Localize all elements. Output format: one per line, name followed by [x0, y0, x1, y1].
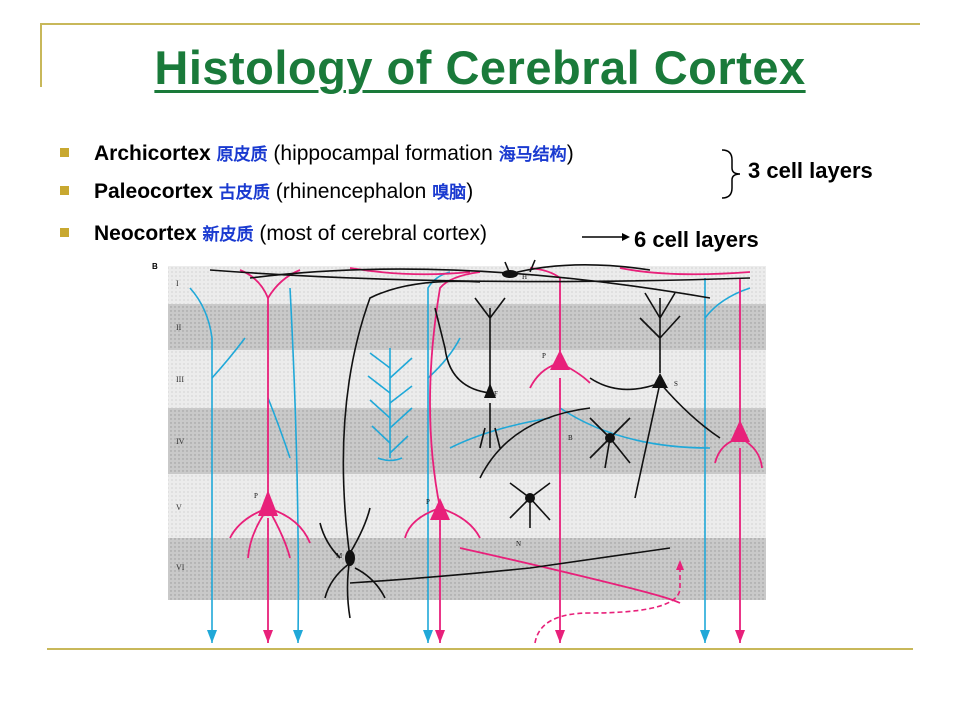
bullet-paren-close: )	[566, 142, 574, 165]
bullet-paren: (hippocampal formation	[267, 142, 499, 165]
cell-labels: H P S F B P P M N	[254, 273, 678, 560]
bullet-term: Neocortex	[94, 222, 197, 245]
cortex-diagram: B I II III IV V VI	[152, 259, 766, 644]
cell-label: M	[336, 552, 343, 560]
pink-dashed-arrowhead	[676, 560, 684, 570]
bullet-term: Paleocortex	[94, 180, 214, 203]
label-3-cell-layers: 3 cell layers	[748, 158, 873, 183]
pink-dashed-fiber	[534, 568, 681, 644]
cell-label: H	[522, 273, 527, 281]
cell-label: P	[254, 492, 258, 500]
frame-top-line	[40, 23, 920, 25]
cell-label: S	[674, 380, 678, 388]
blue-arrowheads	[207, 630, 710, 643]
bullet-paren: (most of cerebral cortex)	[253, 222, 487, 245]
layer-label: I	[176, 279, 179, 288]
layer-label: II	[176, 323, 182, 332]
layer-label: III	[176, 375, 184, 384]
cell-label: F	[494, 390, 498, 398]
layer-label: V	[176, 503, 182, 512]
label-6-cell-layers: 6 cell layers	[634, 227, 759, 252]
cell-label: B	[568, 434, 573, 442]
frame-bottom-line	[47, 648, 913, 650]
bullet-square-icon	[60, 228, 69, 237]
cell-label: P	[426, 498, 430, 506]
bullet-paren: (rhinencephalon	[269, 180, 433, 203]
pink-arrowheads	[263, 630, 745, 643]
panel-letter: B	[152, 262, 158, 271]
brace-icon	[721, 149, 741, 199]
cell-label: N	[516, 540, 521, 548]
pink-somata	[258, 350, 750, 520]
slide-title: Histology of Cerebral Cortex	[154, 41, 806, 94]
layer-label: VI	[176, 563, 185, 572]
bullet-zh: 古皮质	[218, 183, 270, 202]
bullet-square-icon	[60, 186, 69, 195]
bullet-zh2: 海马结构	[498, 145, 567, 164]
layer-labels: I II III IV V VI	[176, 279, 185, 572]
bullet-zh: 新皮质	[202, 225, 254, 244]
bullet-term: Archicortex	[94, 142, 211, 165]
cell-label: P	[542, 352, 546, 360]
bullet-paren-close: )	[466, 180, 474, 203]
layer-label: IV	[176, 437, 185, 446]
black-somata	[345, 270, 668, 566]
arrow-right-icon	[582, 233, 630, 241]
bullet-zh: 原皮质	[216, 145, 268, 164]
frame-left-line	[40, 23, 42, 87]
bullet-zh2: 嗅脑	[432, 183, 467, 202]
bullet-square-icon	[60, 148, 69, 157]
